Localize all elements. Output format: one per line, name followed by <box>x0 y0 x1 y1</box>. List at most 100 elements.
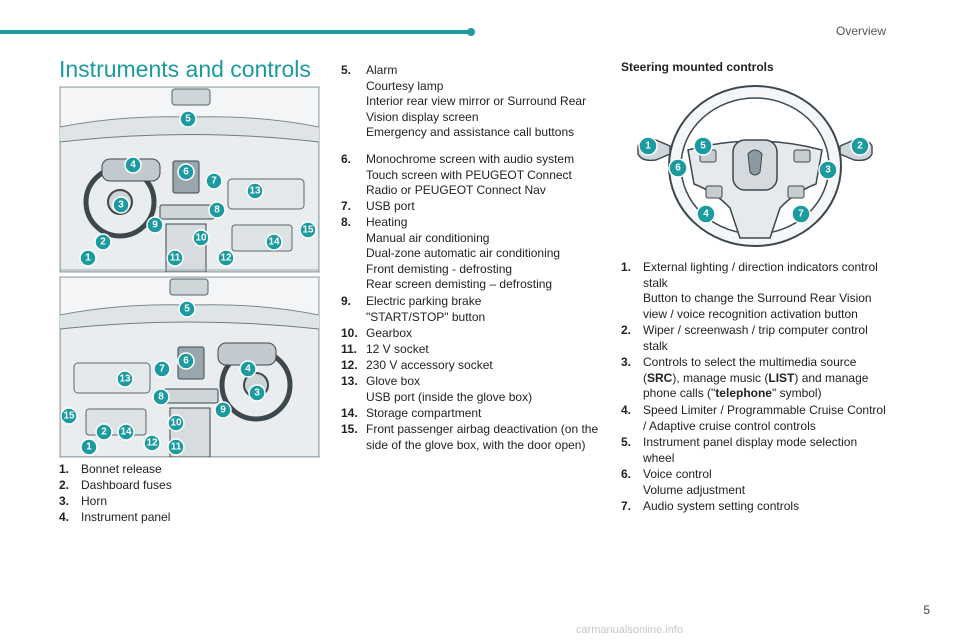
item-text: Dual-zone automatic air conditioning <box>366 246 561 261</box>
list-item: 4. Speed Limiter / Programmable Cruise C… <box>621 403 886 434</box>
lhd-callout-7: 7 <box>205 172 223 190</box>
svg-text:7: 7 <box>159 364 165 375</box>
svg-text:4: 4 <box>245 364 251 375</box>
item-text: Touch screen with PEUGEOT Connect <box>366 167 572 182</box>
item-number: 5. <box>341 63 352 77</box>
lhd-callout-11: 11 <box>166 249 184 267</box>
svg-text:12: 12 <box>220 253 232 264</box>
lhd-callout-8: 8 <box>208 201 226 219</box>
list-item: 14. Storage compartment <box>341 406 481 422</box>
rhd-callout-1: 1 <box>80 438 98 456</box>
lhd-callout-2: 2 <box>94 233 112 251</box>
item-number: 4. <box>621 403 632 417</box>
svg-text:15: 15 <box>63 411 75 422</box>
item-text: Controls to select the multimedia source <box>643 355 857 369</box>
lhd-callout-14: 14 <box>265 233 283 251</box>
lhd-callout-9: 9 <box>146 216 164 234</box>
item-text: Speed Limiter / Programmable Cruise Cont… <box>643 403 886 417</box>
item-number: 8. <box>341 215 352 229</box>
item-number: 13. <box>341 374 358 388</box>
list-item: 2. Dashboard fuses <box>59 478 172 494</box>
list-item: 3. Controls to select the multimedia sou… <box>621 355 868 402</box>
list-item: 5. Instrument panel display mode selecti… <box>621 435 857 466</box>
item-number: 6. <box>341 152 352 166</box>
item-text: Front passenger airbag deactivation (on … <box>366 422 599 436</box>
svg-text:4: 4 <box>703 209 709 220</box>
rhd-callout-11: 11 <box>167 438 185 456</box>
rhd-callout-12: 12 <box>143 434 161 452</box>
item-text: phone calls ("telephone" symbol) <box>643 386 822 401</box>
svg-text:5: 5 <box>184 304 190 315</box>
svg-text:5: 5 <box>185 114 191 125</box>
item-text: Storage compartment <box>366 406 482 420</box>
item-text: stalk <box>643 338 668 353</box>
list-item: 10. Gearbox <box>341 326 412 342</box>
list-item: 11. 12 V socket <box>341 342 429 358</box>
svg-text:3: 3 <box>825 165 831 176</box>
lhd-callout-4: 4 <box>124 156 142 174</box>
list-item: 1. External lighting / direction indicat… <box>621 260 878 322</box>
svg-text:7: 7 <box>798 209 804 220</box>
item-text: Gearbox <box>366 326 413 340</box>
list-item: 7. Audio system setting controls <box>621 499 799 515</box>
item-number: 7. <box>341 199 352 213</box>
svg-text:6: 6 <box>183 167 189 178</box>
item-text: 230 V accessory socket <box>366 358 493 372</box>
item-text: USB port (inside the glove box) <box>366 389 533 404</box>
rhd-callout-3: 3 <box>248 384 266 402</box>
list-item: 8. Heating Manual air conditioning Dual-… <box>341 215 560 293</box>
lhd-callout-12: 12 <box>217 249 235 267</box>
svg-text:8: 8 <box>158 392 164 403</box>
list-item: 9. Electric parking brake "START/STOP" b… <box>341 294 485 325</box>
list-item: 1. Bonnet release <box>59 462 162 478</box>
svg-text:1: 1 <box>645 141 651 152</box>
item-text: Front demisting - defrosting <box>366 261 513 276</box>
rhd-callout-5: 5 <box>178 300 196 318</box>
wheel-callout-7: 7 <box>791 204 811 224</box>
list-item: 5. Alarm Courtesy lamp Interior rear vie… <box>341 63 586 141</box>
wheel-callout-6: 6 <box>668 158 688 178</box>
item-text: wheel <box>643 450 675 465</box>
item-text: Interior rear view mirror or Surround Re… <box>366 94 587 109</box>
lhd-callout-6: 6 <box>177 163 195 181</box>
item-number: 2. <box>621 323 632 337</box>
lhd-callout-5: 5 <box>179 110 197 128</box>
svg-text:8: 8 <box>214 205 220 216</box>
rhd-callout-7: 7 <box>153 360 171 378</box>
item-number: 3. <box>621 355 632 369</box>
item-text: Voice control <box>643 467 712 481</box>
item-text: Rear screen demisting – defrosting <box>366 277 553 292</box>
list-item: 3. Horn <box>59 494 107 510</box>
list-item: 2. Wiper / screenwash / trip computer co… <box>621 323 868 354</box>
svg-text:10: 10 <box>170 418 182 429</box>
item-number: 3. <box>59 494 70 508</box>
rhd-callout-2: 2 <box>95 423 113 441</box>
lhd-callout-1: 1 <box>79 249 97 267</box>
item-number: 10. <box>341 326 358 340</box>
item-text: Alarm <box>366 63 398 77</box>
item-text: Electric parking brake <box>366 294 482 308</box>
wheel-callout-4: 4 <box>696 204 716 224</box>
svg-text:6: 6 <box>675 163 681 174</box>
item-text: Emergency and assistance call buttons <box>366 125 575 140</box>
item-text: 12 V socket <box>366 342 429 356</box>
item-number: 1. <box>59 462 70 476</box>
svg-text:1: 1 <box>85 253 91 264</box>
svg-text:1: 1 <box>86 442 92 453</box>
rhd-callout-8: 8 <box>152 388 170 406</box>
rhd-callout-6: 6 <box>177 352 195 370</box>
svg-text:15: 15 <box>302 225 314 236</box>
item-number: 2. <box>59 478 70 492</box>
item-number: 6. <box>621 467 632 481</box>
rhd-callout-10: 10 <box>167 414 185 432</box>
item-text: Audio system setting controls <box>643 499 800 513</box>
svg-text:3: 3 <box>254 388 260 399</box>
svg-text:7: 7 <box>211 176 217 187</box>
item-text: Volume adjustment <box>643 482 746 497</box>
svg-text:11: 11 <box>170 253 181 264</box>
svg-text:5: 5 <box>700 141 706 152</box>
lhd-callout-3: 3 <box>112 196 130 214</box>
watermark: carmanualsonline.info <box>576 624 684 636</box>
rhd-callout-9: 9 <box>214 401 232 419</box>
